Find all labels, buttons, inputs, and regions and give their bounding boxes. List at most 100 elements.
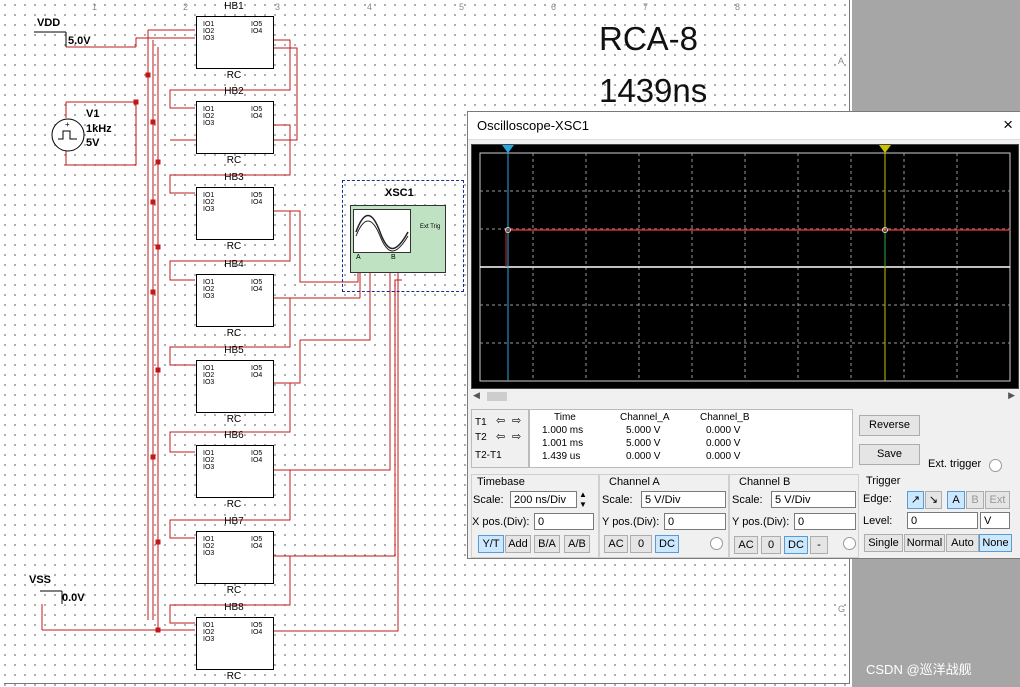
edge-label-5: 5 xyxy=(459,2,465,12)
readout-t1-time: 1.000 ms xyxy=(542,425,584,436)
measurement-readout: Time Channel_A Channel_B 1.000 ms 5.000 … xyxy=(529,409,853,468)
channel-b-ypos-field[interactable]: 0 xyxy=(794,513,856,530)
pin-label: IO1 xyxy=(203,622,215,629)
scope-display[interactable] xyxy=(471,144,1019,389)
t2-right-arrow-icon[interactable]: ⇨ xyxy=(512,431,522,443)
edge-label-8: 8 xyxy=(735,2,741,12)
cursor-controls: T1 ⇦ ⇨ T2 ⇦ ⇨ T2-T1 xyxy=(471,409,529,468)
adder-type: RC xyxy=(226,328,242,339)
t1-right-arrow-icon[interactable]: ⇨ xyxy=(512,415,522,427)
t1-left-arrow-icon[interactable]: ⇦ xyxy=(496,415,506,427)
trigger-source-ext-button[interactable]: Ext xyxy=(985,491,1010,509)
channel-a-title: Channel A xyxy=(609,476,660,488)
channel-b-zero-button[interactable]: 0 xyxy=(761,536,781,554)
save-button[interactable]: Save xyxy=(859,444,920,465)
edge-label-1: 1 xyxy=(92,2,98,12)
pin-label: IO3 xyxy=(203,379,215,386)
pin-label: IO3 xyxy=(203,550,215,557)
readout-t2-b: 0.000 V xyxy=(706,438,741,449)
close-icon[interactable]: × xyxy=(1003,115,1013,134)
ext-trigger-radio[interactable] xyxy=(989,459,1002,472)
channel-b-ypos-label: Y pos.(Div): xyxy=(732,516,790,528)
adder-name: HB5 xyxy=(224,345,244,356)
pin-label: IO1 xyxy=(203,365,215,372)
timebase-scale-field[interactable]: 200 ns/Div xyxy=(510,491,577,508)
scroll-left-icon[interactable]: ◀ xyxy=(473,390,480,400)
channel-a-ac-button[interactable]: AC xyxy=(604,535,628,553)
ab-mode-button[interactable]: A/B xyxy=(564,535,590,553)
window-title: Oscilloscope-XSC1 xyxy=(477,118,589,133)
trigger-level-field[interactable]: 0 xyxy=(907,512,978,529)
window-titlebar[interactable]: Oscilloscope-XSC1 × xyxy=(468,112,1020,140)
auto-trigger-button[interactable]: Auto xyxy=(946,534,979,552)
scope-instance-outline[interactable] xyxy=(342,180,464,292)
reverse-button[interactable]: Reverse xyxy=(859,415,920,436)
channel-b-radio[interactable] xyxy=(843,537,856,550)
pin-label: IO3 xyxy=(203,636,215,643)
readout-delta-b: 0.000 V xyxy=(706,451,741,462)
channel-b-scale-field[interactable]: 5 V/Div xyxy=(771,491,856,508)
horizontal-scrollbar[interactable]: ◀ ▶ xyxy=(471,390,1017,403)
single-trigger-button[interactable]: Single xyxy=(864,534,903,552)
pin-label: IO4 xyxy=(251,28,263,35)
yt-mode-button[interactable]: Y/T xyxy=(478,535,504,553)
channel-a-radio[interactable] xyxy=(710,537,723,550)
clock-source-icon[interactable]: + xyxy=(50,117,86,153)
pin-label: IO3 xyxy=(203,120,215,127)
spin-down-icon[interactable]: ▼ xyxy=(579,500,587,509)
vss-value: 0.0V xyxy=(62,592,85,604)
adder-type: RC xyxy=(226,70,242,81)
ba-mode-button[interactable]: B/A xyxy=(534,535,560,553)
falling-edge-icon[interactable]: ↘ xyxy=(925,491,942,509)
pin-label: IO4 xyxy=(251,199,263,206)
ext-trig-label: Ext Trig xyxy=(420,224,441,230)
trigger-level-unit[interactable]: V xyxy=(980,512,1010,529)
readout-header-time: Time xyxy=(554,412,576,423)
normal-trigger-button[interactable]: Normal xyxy=(904,534,945,552)
pin-label: IO2 xyxy=(203,372,215,379)
timebase-xpos-field[interactable]: 0 xyxy=(534,513,594,530)
circuit-title: RCA-8 xyxy=(599,20,699,57)
timebase-scale-label: Scale: xyxy=(473,494,504,506)
channel-b-invert-button[interactable]: - xyxy=(810,536,828,554)
pin-label: IO1 xyxy=(203,279,215,286)
scroll-right-icon[interactable]: ▶ xyxy=(1008,390,1015,400)
pin-label: IO5 xyxy=(251,279,263,286)
add-mode-button[interactable]: Add xyxy=(505,535,531,553)
rising-edge-icon[interactable]: ↗ xyxy=(907,491,924,509)
channel-a-scale-field[interactable]: 5 V/Div xyxy=(641,491,726,508)
readout-delta-a: 0.000 V xyxy=(626,451,661,462)
trigger-source-b-button[interactable]: B xyxy=(966,491,984,509)
adder-name: HB1 xyxy=(224,1,244,12)
pin-label: IO5 xyxy=(251,21,263,28)
adder-type: RC xyxy=(226,155,242,166)
spin-up-icon[interactable]: ▲ xyxy=(579,490,587,499)
channel-a-dc-button[interactable]: DC xyxy=(655,535,679,553)
scope-instance-name: XSC1 xyxy=(385,187,414,199)
t2-left-arrow-icon[interactable]: ⇦ xyxy=(496,431,506,443)
pin-label: IO2 xyxy=(203,629,215,636)
source-name: V1 xyxy=(86,108,100,120)
none-trigger-button[interactable]: None xyxy=(979,534,1012,552)
channel-a-ypos-field[interactable]: 0 xyxy=(664,513,726,530)
channel-a-zero-button[interactable]: 0 xyxy=(630,535,652,553)
edge-label-g: G xyxy=(838,604,846,614)
scroll-thumb[interactable] xyxy=(487,392,507,401)
trigger-source-a-button[interactable]: A xyxy=(947,491,965,509)
channel-b-group: Channel B Scale: 5 V/Div Y pos.(Div): 0 … xyxy=(729,474,859,558)
edge-label-a: A xyxy=(838,56,845,66)
channel-a-ypos-label: Y pos.(Div): xyxy=(602,516,660,528)
channel-b-ac-button[interactable]: AC xyxy=(734,536,758,554)
adder-name: HB6 xyxy=(224,430,244,441)
channel-b-dc-button[interactable]: DC xyxy=(784,536,808,554)
channel-a-group: Channel A Scale: 5 V/Div Y pos.(Div): 0 … xyxy=(599,474,729,558)
vdd-value: 5.0V xyxy=(68,35,91,47)
